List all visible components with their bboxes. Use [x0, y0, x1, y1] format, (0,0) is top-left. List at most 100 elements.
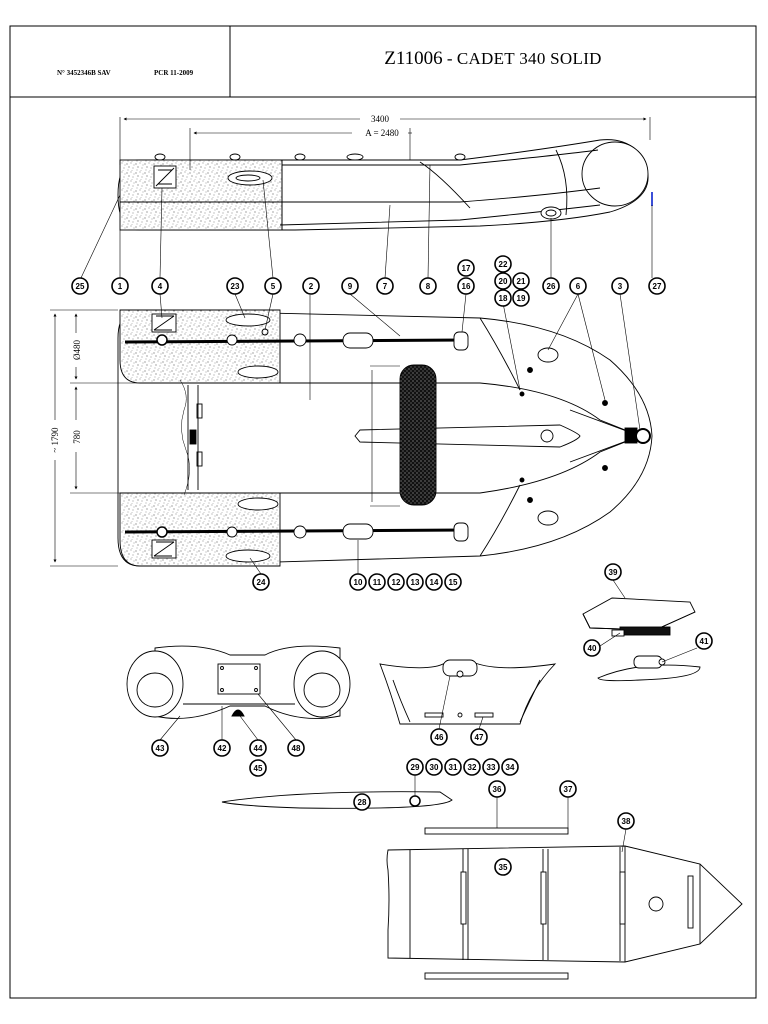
- callout-number: 6: [576, 282, 581, 291]
- callout-36: 36: [488, 780, 506, 798]
- callout-1: 1: [111, 277, 129, 295]
- callout-circle: [353, 793, 371, 811]
- callout-38: 38: [617, 812, 635, 830]
- dimension-a-length: A = 2480: [365, 128, 399, 138]
- callout-number: 19: [517, 294, 526, 303]
- callout-circle: [151, 739, 169, 757]
- callout-number: 10: [354, 578, 363, 587]
- callout-7: 7: [376, 277, 394, 295]
- callout-number: 18: [499, 294, 508, 303]
- callout-number: 1: [118, 282, 123, 291]
- callout-circle: [494, 255, 512, 273]
- callout-number: 47: [475, 733, 484, 742]
- callout-18: 18: [494, 289, 512, 307]
- callout-circle: [542, 277, 560, 295]
- callout-25: 25: [71, 277, 89, 295]
- callout-circle: [470, 728, 488, 746]
- callout-circle: [226, 277, 244, 295]
- callout-number: 14: [430, 578, 439, 587]
- callout-circle: [425, 573, 443, 591]
- callout-number: 45: [254, 764, 263, 773]
- callout-19: 19: [512, 289, 530, 307]
- callout-circle: [151, 277, 169, 295]
- callout-circle: [406, 758, 424, 776]
- callout-33: 33: [482, 758, 500, 776]
- callout-number: 7: [383, 282, 388, 291]
- callout-35: 35: [494, 858, 512, 876]
- callout-number: 48: [292, 744, 301, 753]
- callout-number: 22: [499, 260, 508, 269]
- callout-circle: [501, 758, 519, 776]
- callout-circle: [494, 272, 512, 290]
- callout-number: 26: [547, 282, 556, 291]
- callout-circle: [512, 289, 530, 307]
- reference-date: PCR 11-2009: [154, 69, 194, 77]
- callout-26: 26: [542, 277, 560, 295]
- drawing-frame: [9, 25, 757, 999]
- callout-number: 8: [426, 282, 431, 291]
- callout-15: 15: [444, 573, 462, 591]
- callout-circle: [512, 272, 530, 290]
- callout-circle: [302, 277, 320, 295]
- callout-24: 24: [252, 573, 270, 591]
- callout-number: 37: [564, 785, 573, 794]
- callout-number: 40: [588, 644, 597, 653]
- callout-circle: [430, 728, 448, 746]
- dimension-tube-diameter: Ø480: [72, 340, 82, 360]
- callout-2: 2: [302, 277, 320, 295]
- bow-front-view: [379, 659, 557, 725]
- callout-circle: [425, 758, 443, 776]
- callout-number: 12: [392, 578, 401, 587]
- callout-number: 16: [462, 282, 471, 291]
- callout-number: 9: [348, 282, 353, 291]
- callout-42: 42: [213, 739, 231, 757]
- callout-5: 5: [264, 277, 282, 295]
- callout-8: 8: [419, 277, 437, 295]
- title-separator: -: [446, 49, 453, 68]
- callout-number: 42: [218, 744, 227, 753]
- callout-number: 30: [430, 763, 439, 772]
- callout-number: 44: [254, 744, 263, 753]
- callout-number: 27: [653, 282, 662, 291]
- callout-circle: [695, 632, 713, 650]
- callout-number: 38: [622, 817, 631, 826]
- callout-circle: [341, 277, 359, 295]
- callout-14: 14: [425, 573, 443, 591]
- dimension-inner-width: 780: [72, 430, 82, 444]
- callout-circle: [494, 289, 512, 307]
- callout-number: 36: [493, 785, 502, 794]
- dimension-overall-length: 3400: [371, 114, 390, 124]
- model-name: CADET 340 SOLID: [456, 49, 602, 68]
- side-view: [117, 117, 653, 231]
- callout-circle: [419, 277, 437, 295]
- callout-28: 28: [353, 793, 371, 811]
- callout-37: 37: [559, 780, 577, 798]
- callout-39: 39: [604, 563, 622, 581]
- callout-number: 35: [499, 863, 508, 872]
- callout-number: 3: [618, 282, 623, 291]
- callout-circle: [111, 277, 129, 295]
- callout-circle: [264, 277, 282, 295]
- callout-number: 32: [468, 763, 477, 772]
- callout-circle: [648, 277, 666, 295]
- callout-circle: [482, 758, 500, 776]
- callout-16: 16: [457, 277, 475, 295]
- callout-circle: [463, 758, 481, 776]
- callout-27: 27: [648, 277, 666, 295]
- seat-assembly-view: [582, 597, 701, 682]
- callout-9: 9: [341, 277, 359, 295]
- callout-circle: [583, 639, 601, 657]
- callout-12: 12: [387, 573, 405, 591]
- callout-21: 21: [512, 272, 530, 290]
- callout-22: 22: [494, 255, 512, 273]
- callout-circle: [457, 259, 475, 277]
- callout-circle: [617, 812, 635, 830]
- callout-17: 17: [457, 259, 475, 277]
- callout-32: 32: [463, 758, 481, 776]
- callout-circle: [406, 573, 424, 591]
- callout-number: 21: [517, 277, 526, 286]
- callout-number: 33: [487, 763, 496, 772]
- callout-circle: [611, 277, 629, 295]
- callout-13: 13: [406, 573, 424, 591]
